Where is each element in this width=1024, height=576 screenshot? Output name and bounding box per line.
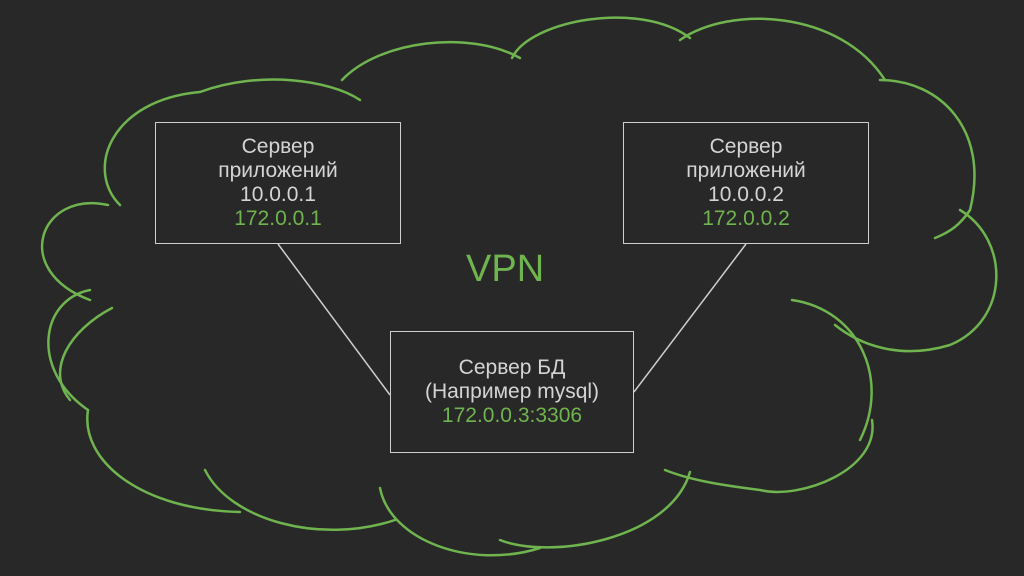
node-subtitle: (Например mysql) xyxy=(424,380,600,403)
node-title: Сервер xyxy=(709,135,783,158)
node-internal-ip: 10.0.0.2 xyxy=(708,183,784,206)
app-server-1-node: Сервер приложений 10.0.0.1 172.0.0.1 xyxy=(155,122,401,244)
connector-app1-db xyxy=(277,243,391,396)
vpn-cloud-outline xyxy=(40,16,998,557)
node-title: Сервер xyxy=(241,135,315,158)
connector-app2-db xyxy=(633,243,747,393)
node-internal-ip: 10.0.0.1 xyxy=(240,183,316,206)
db-server-node: Сервер БД (Например mysql) 172.0.0.3:330… xyxy=(390,331,634,453)
node-vpn-ip: 172.0.0.2 xyxy=(702,207,790,230)
app-server-2-node: Сервер приложений 10.0.0.2 172.0.0.2 xyxy=(623,122,869,244)
node-title: Сервер БД xyxy=(458,356,566,379)
node-vpn-ip: 172.0.0.3:3306 xyxy=(441,404,583,427)
vpn-label: VPN xyxy=(466,248,545,290)
node-vpn-ip: 172.0.0.1 xyxy=(234,207,322,230)
node-subtitle: приложений xyxy=(218,159,338,182)
node-subtitle: приложений xyxy=(686,159,806,182)
